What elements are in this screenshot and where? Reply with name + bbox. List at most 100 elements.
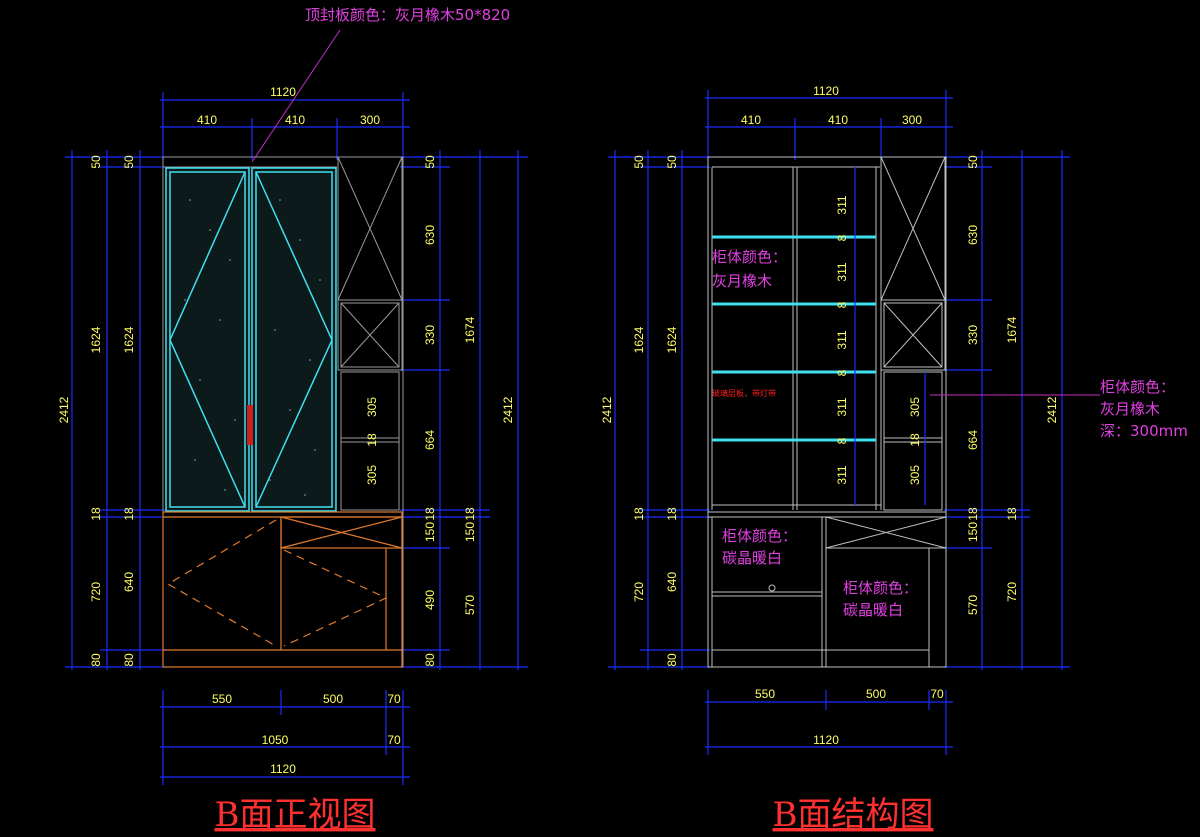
front-r-h2412: 2412 xyxy=(501,396,515,423)
front-h18b: 18 xyxy=(122,507,136,521)
front-r-h570: 570 xyxy=(463,595,477,615)
lower-left-color-label: 柜体颜色： xyxy=(722,527,797,545)
front-width-410b: 410 xyxy=(285,113,305,127)
lower-left-color-value: 碳晶暖白 xyxy=(722,549,782,567)
struct-width-300: 300 xyxy=(902,113,922,127)
struct-r-h664: 664 xyxy=(966,430,980,450)
front-h18a: 18 xyxy=(89,507,103,521)
front-h2412-left: 2412 xyxy=(57,396,71,423)
struct-body-color-label: 柜体颜色： xyxy=(712,248,787,266)
struct-right-vdims xyxy=(944,150,1070,670)
struct-top-dimensions xyxy=(705,90,953,160)
front-h1624b: 1624 xyxy=(122,326,136,353)
front-h80a: 80 xyxy=(122,653,136,667)
front-b550: 550 xyxy=(212,692,232,706)
struct-r-h630: 630 xyxy=(966,225,980,245)
struct-left-vdims xyxy=(608,150,710,670)
struct-col-h18: 18 xyxy=(908,433,922,447)
struct-r-h2412: 2412 xyxy=(1045,396,1059,423)
front-r-h50: 50 xyxy=(423,155,437,169)
front-r-h80: 80 xyxy=(423,653,437,667)
struct-h1624b: 1624 xyxy=(665,326,679,353)
front-lower-cabinet xyxy=(162,511,403,668)
struct-h311e: 311 xyxy=(835,465,849,484)
struct-h18a: 18 xyxy=(632,507,646,521)
front-view: 1120 410 410 300 2412 50 50 1624 1624 18… xyxy=(57,6,528,835)
front-b70a: 70 xyxy=(387,692,401,706)
front-h1624a: 1624 xyxy=(89,326,103,353)
front-glass-fill xyxy=(165,168,336,511)
struct-width-410b: 410 xyxy=(828,113,848,127)
struct-h8c: 8 xyxy=(835,369,849,376)
front-h640: 640 xyxy=(122,572,136,592)
right-note-line1: 柜体颜色： xyxy=(1100,378,1175,396)
front-b1120: 1120 xyxy=(270,762,296,776)
lower-right-color-value: 碳晶暖白 xyxy=(843,601,903,619)
top-panel-leader xyxy=(251,29,341,163)
struct-r-h1674: 1674 xyxy=(1005,316,1019,343)
front-h50b: 50 xyxy=(122,155,136,169)
structure-view: 1120 410 410 300 2412 50 50 1624 1624 18… xyxy=(600,84,1188,835)
struct-bottom-dims xyxy=(705,690,953,755)
front-r-h150: 150 xyxy=(423,522,437,542)
struct-r-h50: 50 xyxy=(966,155,980,169)
structure-view-title: B面结构图 xyxy=(773,795,934,835)
struct-h720: 720 xyxy=(632,582,646,602)
front-r-h18b: 18 xyxy=(463,507,477,521)
struct-r-h18b: 18 xyxy=(1005,507,1019,521)
glass-shelf-note: 玻璃层板，带灯带 xyxy=(712,388,776,398)
front-h720: 720 xyxy=(89,582,103,602)
front-width-410a: 410 xyxy=(197,113,217,127)
struct-b70: 70 xyxy=(930,687,944,701)
struct-h50b: 50 xyxy=(665,155,679,169)
struct-r-h150: 150 xyxy=(966,522,980,542)
struct-h640: 640 xyxy=(665,572,679,592)
front-r-h330: 330 xyxy=(423,325,437,345)
front-b1050: 1050 xyxy=(262,733,289,747)
struct-h80: 80 xyxy=(665,653,679,667)
struct-r-h330: 330 xyxy=(966,325,980,345)
struct-h1624a: 1624 xyxy=(632,326,646,353)
glass-texture xyxy=(184,199,321,496)
front-left-vdims xyxy=(65,150,165,670)
front-b500: 500 xyxy=(323,692,343,706)
front-r-h490: 490 xyxy=(423,590,437,610)
struct-glass-shelves xyxy=(712,235,876,442)
front-right-vdims xyxy=(400,150,528,670)
struct-b1120: 1120 xyxy=(813,733,839,747)
front-width-300: 300 xyxy=(360,113,380,127)
struct-width-total: 1120 xyxy=(813,84,839,98)
front-right-column xyxy=(337,156,403,511)
right-note-line3: 深：300mm xyxy=(1100,422,1188,440)
front-top-dimensions xyxy=(160,92,410,160)
front-h50a: 50 xyxy=(89,155,103,169)
front-r-h150b: 150 xyxy=(463,522,477,542)
struct-r-h570: 570 xyxy=(966,595,980,615)
struct-h311c: 311 xyxy=(835,330,849,349)
struct-h8b: 8 xyxy=(835,301,849,308)
right-note-line2: 灰月橡木 xyxy=(1100,400,1160,418)
front-col-h305a: 305 xyxy=(365,397,379,417)
front-r-h630: 630 xyxy=(423,225,437,245)
front-col-h18: 18 xyxy=(365,433,379,447)
struct-b500: 500 xyxy=(866,687,886,701)
struct-h311d: 311 xyxy=(835,397,849,416)
top-panel-annotation: 顶封板颜色：灰月橡木50*820 xyxy=(305,6,510,24)
front-h80b: 80 xyxy=(89,653,103,667)
front-b70b: 70 xyxy=(387,733,401,747)
front-r-h664: 664 xyxy=(423,430,437,450)
struct-r-h18: 18 xyxy=(966,507,980,521)
struct-h18b: 18 xyxy=(665,507,679,521)
struct-col-h305b: 305 xyxy=(908,465,922,485)
struct-h8a: 8 xyxy=(835,234,849,241)
front-glass-doors xyxy=(165,167,337,512)
front-lower-door-lines xyxy=(166,519,388,647)
struct-h311a: 311 xyxy=(835,195,849,214)
struct-width-410a: 410 xyxy=(741,113,761,127)
door-handle xyxy=(247,405,253,445)
front-col-h305b: 305 xyxy=(365,465,379,485)
struct-h2412-left: 2412 xyxy=(600,396,614,423)
front-view-title: B面正视图 xyxy=(215,795,376,835)
struct-h8d: 8 xyxy=(835,437,849,444)
